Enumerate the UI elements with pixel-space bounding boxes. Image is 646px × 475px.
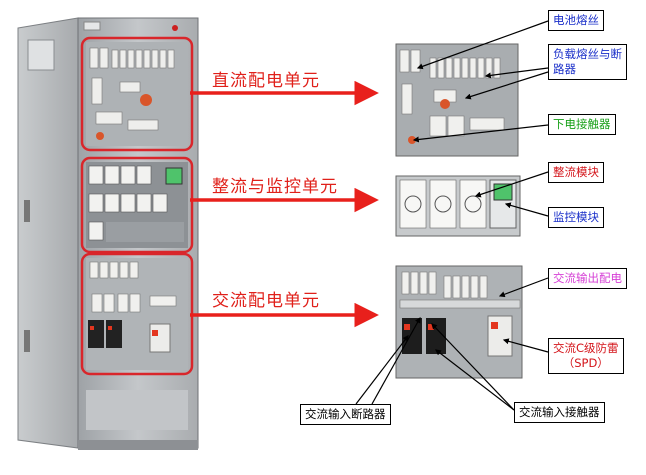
- ac-detail-image: [395, 265, 523, 379]
- cabinet-door: [17, 17, 79, 449]
- dc-detail-image: [395, 43, 519, 157]
- dc-part: [96, 132, 104, 140]
- door-hinge: [24, 330, 30, 352]
- ac-output-callout: 交流输出配电: [548, 268, 627, 289]
- rect-blank-panel: [106, 222, 184, 242]
- cabinet-badge: [83, 21, 101, 31]
- spd-line2: （SPD）: [562, 356, 609, 370]
- cabinet-image: [17, 17, 199, 450]
- load-fuse-line1: 负载熔丝与断: [553, 47, 622, 61]
- dc-contactor: [140, 94, 152, 106]
- leader-lines: [355, 20, 549, 411]
- battery-fuse-callout: 电池熔丝: [548, 10, 604, 31]
- cabinet-lower-space: [86, 390, 188, 430]
- rectifier-module-callout: 整流模块: [548, 162, 604, 183]
- rect-frame: [80, 156, 194, 254]
- rect-monitor-screen: [165, 167, 183, 185]
- low-voltage-contactor-callout: 下电接触器: [548, 114, 616, 135]
- ac-input-contactor-callout: 交流输入接触器: [514, 402, 605, 423]
- ac-section-label: 交流配电单元: [212, 291, 320, 311]
- rect-section-label: 整流与监控单元: [212, 177, 338, 197]
- ac-spd: [149, 323, 171, 353]
- ac-input-breaker-callout: 交流输入断路器: [300, 404, 391, 425]
- dc-section-label: 直流配电单元: [212, 71, 320, 91]
- ac-contactor: [88, 320, 104, 348]
- spd-line1: 交流C级防雷: [553, 341, 619, 355]
- rect-detail-image: [395, 175, 521, 237]
- ac-contactor: [106, 320, 122, 348]
- door-hinge: [24, 200, 30, 222]
- door-label-plate: [27, 39, 55, 71]
- cabinet-base: [78, 440, 198, 450]
- load-fuse-callout: 负载熔丝与断 路器: [548, 44, 627, 80]
- spd-callout: 交流C级防雷 （SPD）: [548, 338, 624, 374]
- load-fuse-line2: 路器: [553, 62, 576, 76]
- indicator-lamp: [172, 25, 178, 31]
- monitor-module-callout: 监控模块: [548, 207, 604, 228]
